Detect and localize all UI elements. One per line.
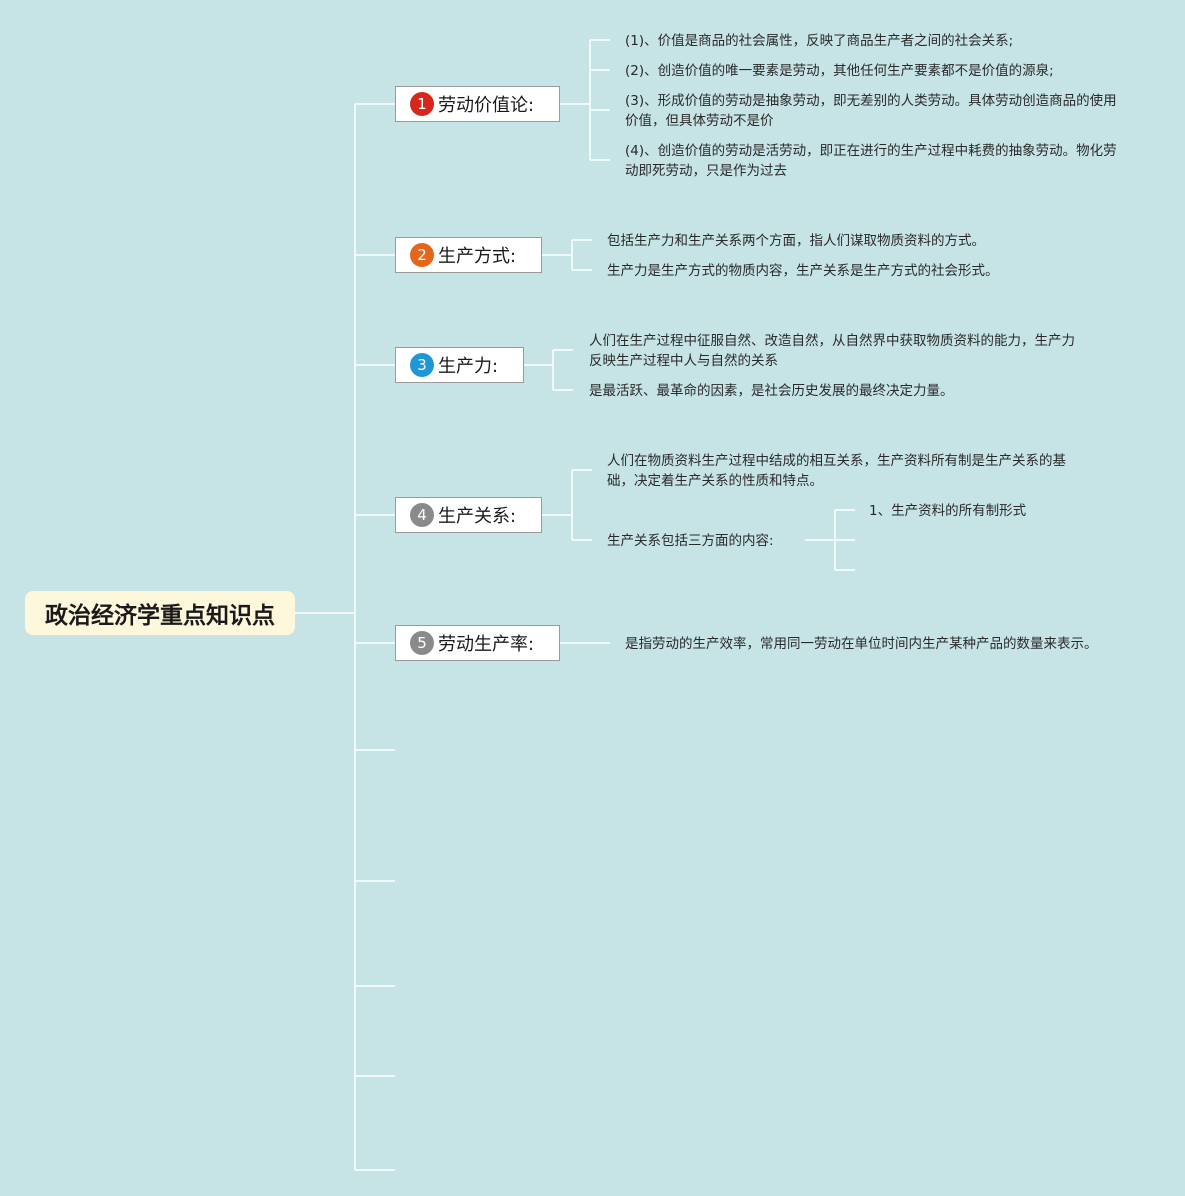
leaf-item[interactable]: 生产力是生产方式的物质内容，生产关系是生产方式的社会形式。 xyxy=(607,263,999,279)
number-badge-3-icon: 3 xyxy=(410,353,434,377)
branch-mode-of-production[interactable]: 2 生产方式: xyxy=(395,237,542,273)
branch-label: 生产方式: xyxy=(438,246,517,267)
number-badge-4-icon: 4 xyxy=(410,503,434,527)
branch-productive-forces[interactable]: 3 生产力: xyxy=(395,347,524,383)
leaf-item[interactable]: 人们在生产过程中征服自然、改造自然，从自然界中获取物质资料的能力，生产力反映生产… xyxy=(589,333,1075,369)
branch-label: 劳动价值论: xyxy=(438,95,535,116)
branch-labor-value-theory[interactable]: 1 劳动价值论: xyxy=(395,86,560,122)
branch-label: 劳动生产率: xyxy=(438,634,535,655)
branch-labor-productivity[interactable]: 5 劳动生产率: xyxy=(395,625,560,661)
leaf-item[interactable]: (1)、价值是商品的社会属性，反映了商品生产者之间的社会关系; xyxy=(625,33,1014,49)
branch-relations-of-production[interactable]: 4 生产关系: xyxy=(395,497,542,533)
branch-label: 生产关系: xyxy=(438,506,517,527)
leaf-item[interactable]: (4)、创造价值的劳动是活劳动，即正在进行的生产过程中耗费的抽象劳动。物化劳动即… xyxy=(625,143,1117,179)
number-badge-2-icon: 2 xyxy=(410,243,434,267)
root-topic[interactable]: 政治经济学重点知识点 xyxy=(25,591,295,635)
leaf-item[interactable]: 生产关系包括三方面的内容: xyxy=(607,533,774,549)
leaf-item[interactable]: 是指劳动的生产效率，常用同一劳动在单位时间内生产某种产品的数量来表示。 xyxy=(625,636,1098,652)
sub-leaf-item[interactable]: 1、生产资料的所有制形式 xyxy=(869,503,1027,519)
leaf-item[interactable]: 包括生产力和生产关系两个方面，指人们谋取物质资料的方式。 xyxy=(607,233,985,249)
leaf-item[interactable]: 是最活跃、最革命的因素，是社会历史发展的最终决定力量。 xyxy=(589,383,954,399)
branch-label: 生产力: xyxy=(438,356,499,377)
root-topic-label: 政治经济学重点知识点 xyxy=(45,603,275,629)
number-badge-1-icon: 1 xyxy=(410,92,434,116)
leaf-item[interactable]: (2)、创造价值的唯一要素是劳动，其他任何生产要素都不是价值的源泉; xyxy=(625,63,1054,79)
number-badge-5-icon: 5 xyxy=(410,631,434,655)
leaf-item[interactable]: (3)、形成价值的劳动是抽象劳动，即无差别的人类劳动。具体劳动创造商品的使用价值… xyxy=(625,93,1117,129)
leaf-item[interactable]: 人们在物质资料生产过程中结成的相互关系，生产资料所有制是生产关系的基础，决定着生… xyxy=(607,453,1066,489)
